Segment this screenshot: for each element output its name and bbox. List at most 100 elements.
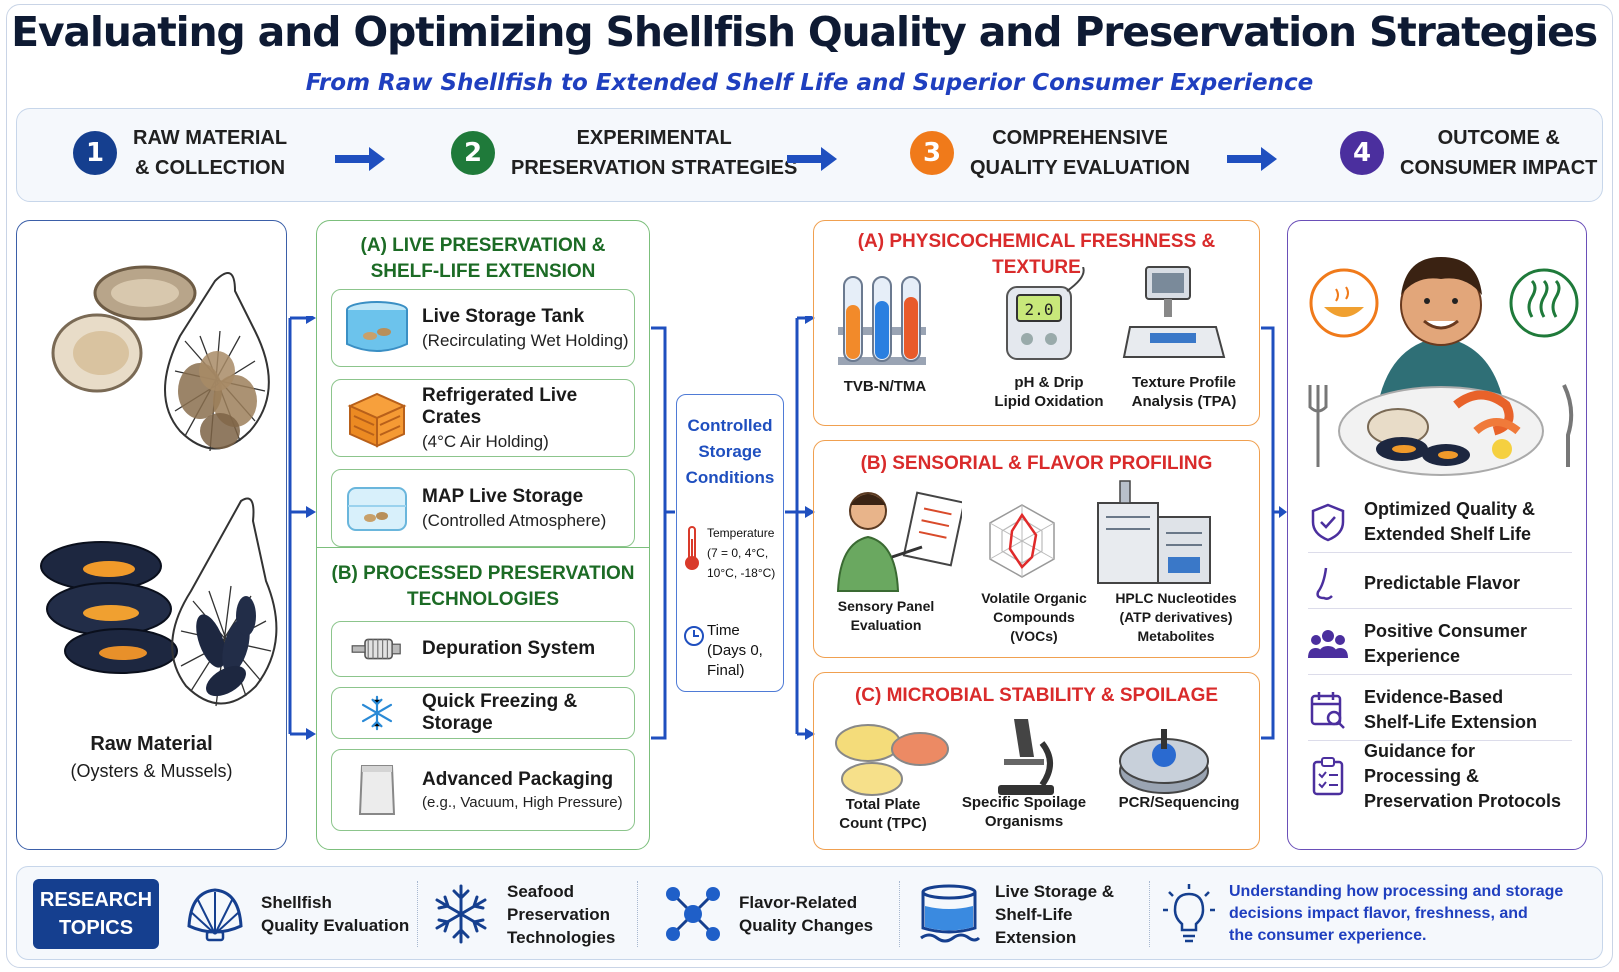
tvbn-label: TVB-N/TMA [843,378,927,395]
connector-preservation-to-storage [651,326,675,740]
step-label-2: EXPERIMENTAL PRESERVATION STRATEGIES [511,127,798,179]
test-tubes-icon [838,276,926,365]
sensorial-box: (B) SENSORIAL & FLAVOR PROFILING Sensory… [813,440,1260,658]
quality-evaluation-panel: (A) PHYSICOCHEMICAL FRESHNESS & TEXTURE … [813,220,1260,850]
live-item-sub: (4°C Air Holding) [422,431,549,451]
raw-material-panel: Raw Material (Oysters & Mussels) [16,220,287,850]
snowflake-icon [361,695,393,731]
mussel-icon [40,497,278,707]
depuration-item: Depuration System [331,621,635,677]
research-topics-label: RESEARCH TOPICS [33,879,159,949]
radar-chart-icon [989,504,1055,578]
consumer-with-seafood-icon [1308,257,1574,476]
topic-text: Flavor-Related Quality Changes [739,893,874,935]
shell-icon [187,888,243,942]
topic-text: Shellfish Quality Evaluation [261,893,410,935]
research-topics-bar: RESEARCH TOPICS Shellfish Quality Evalua… [16,866,1603,960]
step-label-1: RAW MATERIAL & COLLECTION [133,127,288,179]
sensory-panelist-icon [836,491,962,592]
spoilage-organisms-label: Specific Spoilage Organisms [961,794,1087,830]
oyster-icon [51,265,270,452]
hot-dish-icon [1309,268,1379,338]
tpa-label: Texture Profile Analysis (TPA) [1131,374,1237,410]
topic-live-storage: Live Storage & Shelf-Life Extension [917,877,1114,951]
refrigerated-crates-item: Refrigerated Live Crates(4°C Air Holding… [331,379,635,457]
topic-quality-evaluation: Shellfish Quality Evaluation [183,877,409,951]
arrow-right-icon [335,147,385,171]
outcome-text: Predictable Flavor [1364,573,1521,593]
map-live-storage-item: MAP Live Storage (Controlled Atmosphere) [331,469,635,547]
raw-material-title: Raw Material [90,733,213,755]
clipboard-icon [1312,757,1344,796]
ph-drip-label: pH & Drip Lipid Oxidation [994,374,1104,410]
microbial-heading: (C) MICROBIAL STABILITY & SPOILAGE [854,685,1219,706]
hplc-label: HPLC Nucleotides (ATP derivatives) Metab… [1115,590,1237,644]
insight-text: Understanding how processing and storage… [1229,883,1564,944]
outcome-flavor: Predictable Flavor [1308,559,1572,609]
step-3: 3 COMPREHENSIVE QUALITY EVALUATION [910,123,1190,183]
physicochemical-heading: (A) PHYSICOCHEMICAL FRESHNESS & TEXTURE [857,231,1216,278]
processed-item-sub: (e.g., Vacuum, High Pressure) [422,794,623,811]
outcome-text: Optimized Quality & Extended Shelf Life [1364,498,1536,544]
physicochemical-box: (A) PHYSICOCHEMICAL FRESHNESS & TEXTURE … [813,220,1260,426]
storage-conditions-title: Controlled Storage Conditions [685,416,775,487]
pcr-sequencer-icon [1119,729,1209,794]
outcome-text: Evidence-Based Shelf-Life Extension [1364,686,1538,732]
microbial-box: (C) MICROBIAL STABILITY & SPOILAGE Total… [813,672,1260,850]
topic-divider [637,881,638,947]
live-item-title: Live Storage Tank [422,305,585,327]
arrow-right-icon [1227,147,1277,171]
crate-icon [347,392,407,448]
live-item-sub: (Recirculating Wet Holding) [422,330,629,350]
time-label: Time (Days 0, Final) [707,622,763,679]
texture-analyzer-icon [1122,266,1226,358]
step-4: 4 OUTCOME & CONSUMER IMPACT [1340,123,1597,183]
storage-tank-icon [346,301,408,352]
petri-dish-icon [835,724,949,796]
step-number-4: 4 [1340,131,1384,175]
nose-icon [1316,567,1333,600]
voc-label: Volatile Organic Compounds (VOCs) [981,590,1087,644]
step-1: 1 RAW MATERIAL & COLLECTION [73,123,287,183]
outcome-text: Guidance for Processing & Preservation P… [1364,740,1562,811]
snowflake-icon [435,884,487,944]
molecule-icon [666,887,720,941]
hplc-instrument-icon [1097,480,1211,584]
sensorial-heading: (B) SENSORIAL & FLAVOR PROFILING [860,453,1213,474]
package-icon [358,765,396,815]
sensory-panel-label: Sensory Panel Evaluation [837,598,935,633]
processed-preservation-heading: (B) PROCESSED PRESERVATION TECHNOLOGIES [331,563,635,610]
processed-item-title: Quick Freezing & Storage [422,691,578,734]
outcome-panel: Optimized Quality & Extended Shelf Life … [1287,220,1587,850]
outcome-shelf-life: Evidence-Based Shelf-Life Extension [1308,679,1572,741]
page-title: Evaluating and Optimizing Shellfish Qual… [11,8,1598,56]
aroma-icon [1509,268,1579,338]
advanced-packaging-item: Advanced Packaging(e.g., Vacuum, High Pr… [331,749,635,831]
outcome-guidance: Guidance for Processing & Preservation P… [1308,741,1572,811]
step-label-4: OUTCOME & CONSUMER IMPACT [1400,127,1598,179]
connector-raw-to-preservation [288,316,316,740]
clock-icon [684,626,704,646]
step-number-1: 1 [73,131,117,175]
preservation-panel: (A) LIVE PRESERVATION & SHELF-LIFE EXTEN… [316,220,650,850]
ph-meter-value: 2.0 [1025,300,1054,319]
outcome-text: Positive Consumer Experience [1364,620,1528,666]
ph-meter-icon: 2.0 [1006,267,1085,360]
live-item-title: MAP Live Storage [422,485,584,507]
topic-divider [899,881,900,947]
raw-material-subtitle: (Oysters & Mussels) [70,761,233,781]
microscope-icon [998,719,1054,795]
arrow-right-icon [787,147,837,171]
storage-conditions-panel: Controlled Storage Conditions Temperatur… [676,394,784,692]
live-storage-tank-item: Live Storage Tank (Recirculating Wet Hold… [331,289,635,367]
people-icon [1308,629,1348,658]
thermometer-icon [685,526,699,570]
tpc-label: Total Plate Count (TPC) [839,796,927,832]
live-item-sub: (Controlled Atmosphere) [422,510,607,530]
connector-storage-to-evaluation [785,316,815,740]
outcome-quality: Optimized Quality & Extended Shelf Life [1308,491,1572,553]
topic-flavor: Flavor-Related Quality Changes [661,877,873,951]
connector-evaluation-to-outcome [1261,326,1287,740]
pcr-label: PCR/Sequencing [1118,794,1240,811]
depuration-icon [351,638,401,660]
